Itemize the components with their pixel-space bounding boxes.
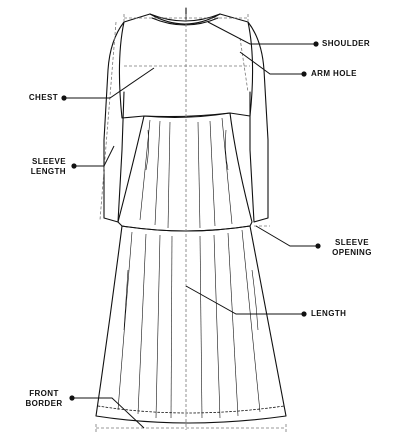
length-dot [301,311,307,317]
upper-tier [117,112,253,232]
label-length: LENGTH [311,309,347,318]
length-leader [185,285,304,315]
lower-tier [95,225,287,424]
left-sleeve [103,21,125,223]
measurement-guides [95,14,287,432]
chest-leader [64,67,155,99]
chest-dot [61,95,67,101]
shoulder-leader [207,21,316,45]
label-front-border: FRONT BORDER [25,389,63,408]
right-sleeve [247,21,269,223]
front-border-leader [72,397,145,429]
armhole-dot [301,71,307,77]
label-sleeve-length: SLEEVE LENGTH [30,157,66,176]
sleeve-opening-dot [315,243,321,249]
front-border-dot [69,395,75,401]
armhole-leader [239,51,304,75]
label-chest: CHEST [28,93,58,102]
sleeve-length-leader [76,145,115,167]
sleeve-opening-leader [255,225,318,247]
neckline [149,13,221,22]
label-shoulder: SHOULDER [322,39,371,48]
sleeve-length-measure [99,21,117,221]
shoulder-dot [313,41,319,47]
label-sleeve-opening: SLEEVE OPENING [332,238,372,257]
leader-lines [64,21,318,429]
label-arm-hole: ARM HOLE [311,69,357,78]
sleeve-length-dot [71,163,77,169]
